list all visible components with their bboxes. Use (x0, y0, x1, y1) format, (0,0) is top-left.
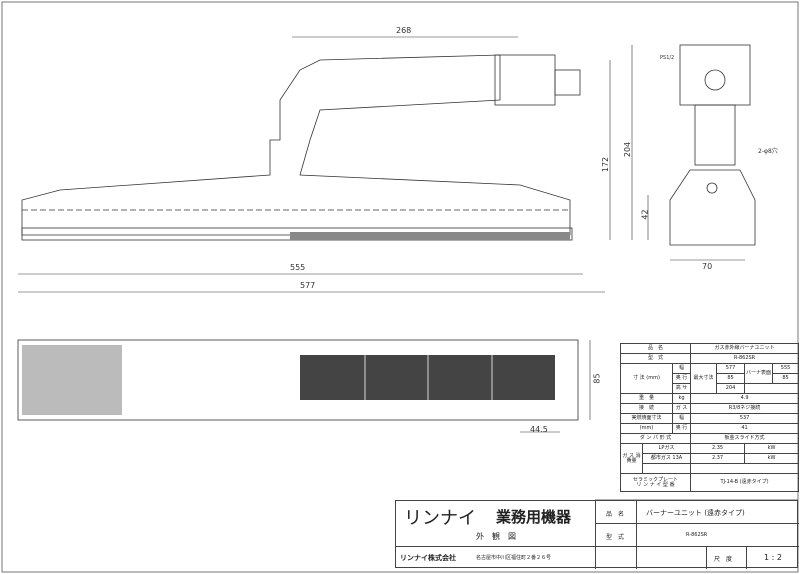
label: 品 名 (619, 343, 692, 354)
dim-204: 204 (623, 141, 633, 158)
label: (mm) (620, 423, 673, 434)
value: ガス赤外線バーナユニット (690, 343, 800, 354)
side-view (21, 54, 581, 241)
label: 尺 度 (714, 556, 733, 563)
plan-view (17, 339, 579, 421)
value: 2.37 (690, 453, 746, 464)
value: 204 (716, 383, 746, 394)
dim-268: 268 (396, 26, 412, 35)
label: 高 サ (671, 383, 692, 394)
label: リ ン ナ イ 型 番 (636, 481, 675, 488)
title-block: リンナイ 業務用機器 外 観 図 リンナイ株式会社 名古屋市中川区福住町２番２６… (395, 500, 799, 569)
dim-42: 42 (640, 209, 650, 220)
unit: kW (744, 453, 800, 464)
blank (641, 463, 692, 474)
value: 537 (690, 413, 800, 424)
label: 奥 行 (671, 423, 692, 434)
value: 4.9 (690, 393, 800, 404)
dimension-lines (18, 36, 745, 433)
address: 名古屋市中川区福住町２番２６号 (476, 555, 552, 561)
drawing-type: 外 観 図 (476, 532, 516, 541)
blank (690, 463, 800, 474)
dim-172: 172 (601, 156, 611, 173)
label: ガ ス 消費量 (620, 443, 643, 474)
dim-555: 555 (290, 263, 306, 272)
company: リンナイ株式会社 (400, 554, 456, 562)
product-name: バーナーユニット (遠赤タイプ) (646, 509, 745, 517)
dim-577: 577 (300, 281, 316, 290)
label: 実燃焼面寸法 (620, 413, 673, 424)
value: 板金スライド方式 (690, 433, 800, 444)
gas-inlet-label: PS1/2 (660, 55, 675, 61)
dim-70: 70 (702, 262, 713, 271)
label: 型 式 (619, 353, 692, 364)
value: 577 (716, 363, 746, 374)
value: TJ-14-B (遠赤タイプ) (690, 473, 800, 492)
label: 寸 法 (mm) (620, 363, 673, 394)
value: 2.35 (690, 443, 746, 454)
hole-note: 2-φ8穴 (758, 148, 778, 155)
brand-logo: リンナイ (404, 508, 476, 529)
label: LPガス (641, 443, 692, 454)
value: 85 (772, 373, 800, 384)
label: kg (671, 393, 692, 404)
value: R3/8ネジ接続 (690, 403, 800, 414)
label: 重 量 (620, 393, 673, 404)
label: 接 続 (620, 403, 673, 414)
label: セラミックプレート (633, 476, 679, 483)
scale: 1 : 2 (764, 553, 782, 562)
label: ダ ン パ 形 式 (619, 433, 692, 444)
dim-44-5: 44.5 (530, 425, 548, 434)
label: 品 名 (606, 511, 625, 518)
label: 最大寸法 (690, 363, 718, 394)
unit: kW (744, 443, 800, 454)
label: 型 式 (606, 534, 625, 541)
value: R-862SR (690, 353, 800, 364)
label: 奥 行 (671, 373, 692, 384)
blank (744, 383, 800, 394)
label: 都市ガス 13A (641, 453, 692, 464)
model: R-862SR (686, 532, 708, 538)
category: 業務用機器 (496, 508, 572, 526)
label: バーナ表面 (744, 363, 774, 384)
value: 85 (716, 373, 746, 384)
value: 41 (690, 423, 800, 434)
label: 幅 (671, 413, 692, 424)
label: ガ ス (671, 403, 692, 414)
value: 555 (772, 363, 800, 374)
end-view (669, 44, 756, 246)
label: 幅 (671, 363, 692, 374)
dim-85: 85 (592, 373, 602, 384)
